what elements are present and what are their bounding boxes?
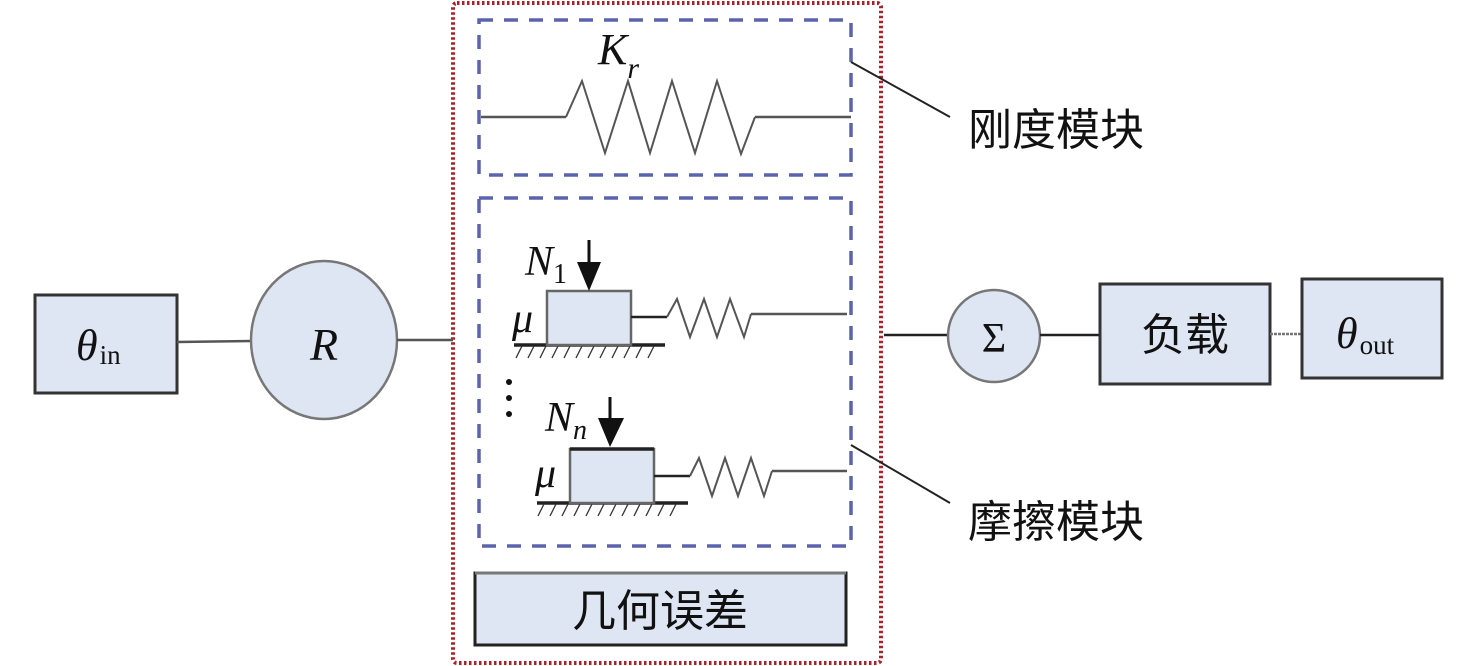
- force-subscript-1: 1: [553, 259, 567, 290]
- stiffness-subscript: r: [627, 52, 639, 85]
- input-label: θin: [76, 321, 121, 370]
- friction-block-n: [568, 447, 656, 505]
- output-label: θout: [1336, 309, 1395, 360]
- ellipsis-dots: [506, 379, 512, 417]
- friction-leader-line: [850, 444, 951, 504]
- stiffness-leader-line: [850, 61, 951, 118]
- stiffness-spring: [481, 77, 851, 158]
- force-symbol-n: N: [544, 395, 575, 441]
- normal-force-arrow-1-icon: [577, 262, 601, 291]
- friction-coefficient-n: μ: [534, 451, 556, 497]
- friction-coefficient-1: μ: [511, 296, 533, 342]
- output-symbol: θ: [1336, 309, 1358, 358]
- stiffness-symbol-label: Kr: [597, 25, 639, 85]
- load-block: 负载: [1098, 282, 1272, 386]
- wire-input-reducer: [176, 339, 253, 344]
- transmission-group-border: [451, 1, 883, 665]
- summation-symbol: Σ: [982, 316, 1006, 362]
- load-label: 负载: [1141, 310, 1229, 361]
- input-symbol: θ: [76, 321, 98, 370]
- normal-force-arrow-n-icon: [598, 418, 624, 447]
- ground-hatch-1: [515, 345, 655, 359]
- normal-force-label-n: Nn: [544, 395, 587, 446]
- friction-block-1: [545, 289, 633, 347]
- summation-node: Σ: [946, 288, 1042, 384]
- reducer-label: R: [309, 319, 338, 370]
- reducer-node: R: [249, 259, 399, 421]
- force-symbol-1: N: [524, 239, 555, 285]
- output-subscript: out: [1360, 330, 1395, 360]
- friction-module-label: 摩擦模块: [968, 497, 1144, 548]
- ground-hatch-n: [537, 503, 677, 517]
- friction-element-n: Nn μ: [534, 395, 847, 517]
- input-subscript: in: [100, 340, 122, 370]
- output-block: θout: [1300, 277, 1444, 380]
- force-subscript-n: n: [573, 415, 587, 446]
- friction-element-1: N1 μ: [511, 239, 847, 359]
- stiffness-symbol: K: [597, 25, 630, 74]
- input-block: θin: [33, 293, 179, 395]
- normal-force-label-1: N1: [524, 239, 567, 290]
- geometric-error-block: 几何误差: [473, 571, 848, 647]
- stiffness-module-border: [477, 18, 853, 177]
- geometric-error-label: 几何误差: [572, 586, 748, 637]
- friction-module-border: [477, 196, 853, 548]
- stiffness-module-label: 刚度模块: [968, 105, 1144, 156]
